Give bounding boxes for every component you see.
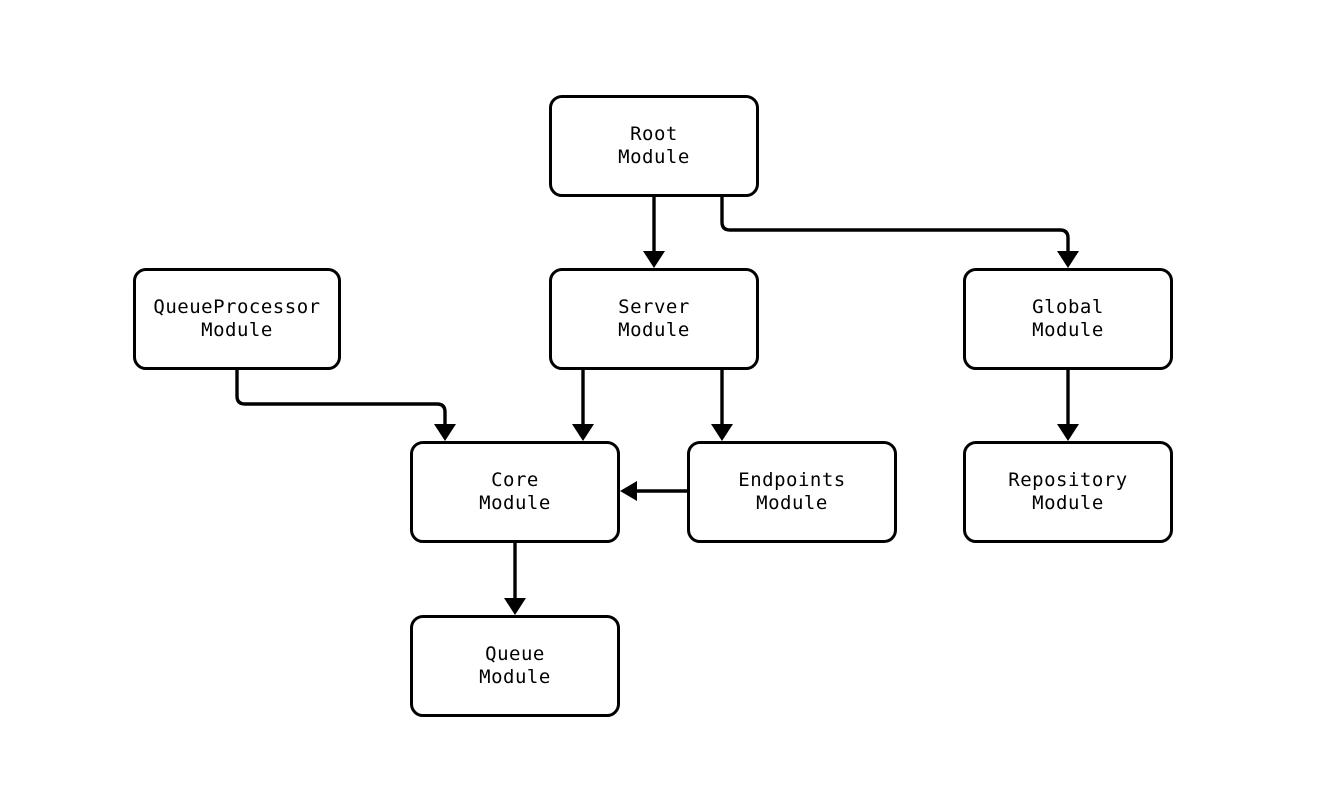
node-label-primary: Root	[630, 123, 678, 145]
node-label-primary: Server	[618, 296, 690, 318]
edge-queueprocessor-to-core	[235, 370, 456, 441]
arrowhead-icon	[620, 481, 637, 501]
node-label-primary: Queue	[485, 643, 545, 665]
edge-line	[720, 197, 1070, 258]
node-label-secondary: Module	[756, 492, 828, 514]
arrowhead-icon	[711, 424, 733, 441]
node-label-secondary: Module	[479, 666, 551, 688]
node-label-primary: QueueProcessor	[153, 296, 321, 318]
node-label-secondary: Module	[1032, 492, 1104, 514]
arrowhead-icon	[1057, 251, 1079, 268]
node-label-secondary: Module	[618, 146, 690, 168]
edge-line	[235, 370, 447, 431]
arrowhead-icon	[1057, 424, 1079, 441]
arrowhead-icon	[643, 251, 665, 268]
node-label-secondary: Module	[201, 319, 273, 341]
edge-root-to-server	[643, 197, 665, 268]
edge-global-to-repository	[1057, 370, 1079, 441]
node-label-secondary: Module	[618, 319, 690, 341]
node-label-primary: Repository	[1008, 469, 1128, 491]
node-label-primary: Global	[1032, 296, 1104, 318]
node-label-primary: Core	[491, 469, 539, 491]
arrowhead-icon	[434, 424, 456, 441]
edge-server-to-core	[572, 370, 594, 441]
edge-server-to-endpoints	[711, 370, 733, 441]
node-label-secondary: Module	[1032, 319, 1104, 341]
node-label-secondary: Module	[479, 492, 551, 514]
edge-core-to-queue	[504, 543, 526, 615]
arrowhead-icon	[504, 598, 526, 615]
node-label-primary: Endpoints	[738, 469, 846, 491]
arrowhead-icon	[572, 424, 594, 441]
edge-root-to-global	[720, 197, 1079, 268]
edge-endpoints-to-core	[620, 481, 687, 501]
